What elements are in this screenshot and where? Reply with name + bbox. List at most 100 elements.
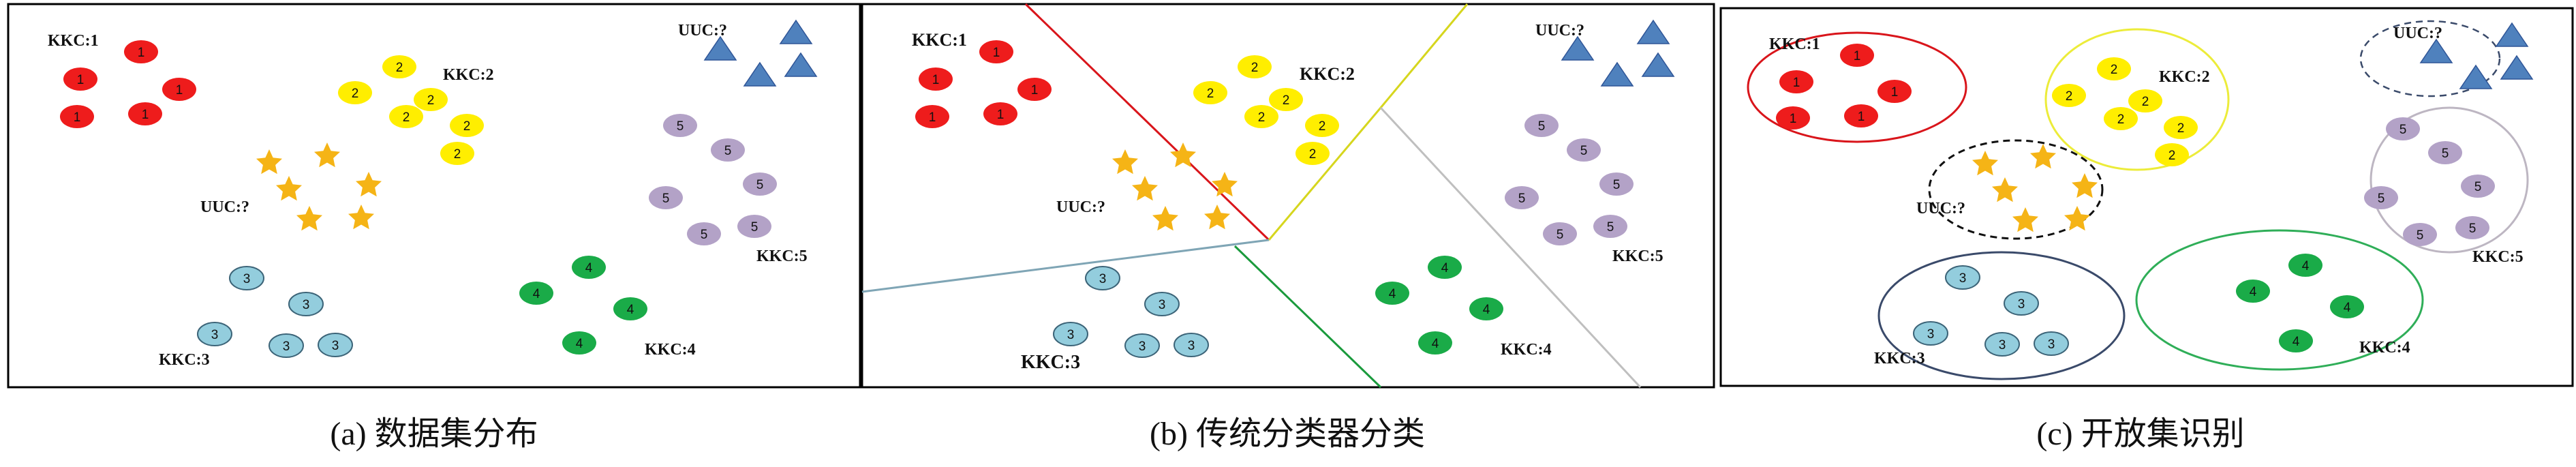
svg-text:3: 3 xyxy=(1927,327,1935,342)
kkc5-node: 5 xyxy=(1505,186,1539,209)
uuc-triangles-boundary-circle xyxy=(2359,20,2501,97)
kkc3-node: 3 xyxy=(2034,331,2069,356)
boundary-line-teal xyxy=(861,239,1270,293)
svg-text:1: 1 xyxy=(74,110,81,125)
decision-boundaries xyxy=(861,3,1642,389)
uuc-star xyxy=(348,205,374,230)
kkc1-cluster: 1 1 1 1 1 KKC:1 xyxy=(912,30,1052,128)
svg-text:5: 5 xyxy=(677,119,684,134)
kkc5-label: KKC:5 xyxy=(756,247,808,265)
kkc5-node: 5 xyxy=(2461,175,2495,198)
kkc1-node: 1 xyxy=(915,105,949,128)
kkc2-cluster: 2 2 2 2 2 2 KKC:2 xyxy=(338,55,494,165)
uuc-stars-label: UUC:? xyxy=(1916,200,1965,217)
kkc2-node: 2 xyxy=(2104,107,2138,130)
kkc2-node: 2 xyxy=(414,88,448,111)
uuc-star xyxy=(276,176,302,201)
kkc3-label: KKC:3 xyxy=(1874,350,1925,367)
svg-text:3: 3 xyxy=(1099,272,1107,286)
kkc5-label: KKC:5 xyxy=(1612,247,1663,265)
kkc1-node: 1 xyxy=(919,67,953,91)
svg-text:3: 3 xyxy=(2018,297,2025,312)
uuc-stars: UUC:? xyxy=(1916,144,2098,232)
kkc2-node: 2 xyxy=(1238,55,1272,78)
kkc4-label: KKC:4 xyxy=(2359,339,2410,357)
kkc1-node: 1 xyxy=(979,40,1013,63)
svg-text:4: 4 xyxy=(576,337,583,351)
kkc5-node: 5 xyxy=(1524,114,1559,137)
svg-text:4: 4 xyxy=(1389,287,1396,301)
svg-text:3: 3 xyxy=(303,298,310,312)
svg-text:1: 1 xyxy=(993,46,1000,60)
kkc3-label: KKC:3 xyxy=(159,351,210,369)
kkc5-node: 5 xyxy=(2428,141,2462,164)
svg-text:5: 5 xyxy=(1613,178,1621,192)
kkc2-node: 2 xyxy=(2097,57,2131,80)
panel-c-frame xyxy=(1719,7,2574,387)
uuc-star xyxy=(2030,144,2056,169)
svg-text:4: 4 xyxy=(585,261,593,275)
svg-text:5: 5 xyxy=(2378,192,2385,206)
kkc4-node: 4 xyxy=(562,331,596,355)
svg-text:4: 4 xyxy=(2250,285,2257,299)
svg-text:5: 5 xyxy=(701,228,708,242)
kkc4-node: 4 xyxy=(2236,280,2270,303)
svg-text:2: 2 xyxy=(1309,147,1317,162)
svg-text:3: 3 xyxy=(1188,339,1195,353)
svg-text:5: 5 xyxy=(724,144,732,158)
uuc-triangle xyxy=(1641,52,1675,77)
kkc4-boundary-circle xyxy=(2135,229,2424,371)
kkc4-label: KKC:4 xyxy=(1501,341,1552,359)
svg-text:2: 2 xyxy=(2142,95,2149,109)
uuc-triangles: UUC:? xyxy=(2393,22,2534,89)
panel-c-caption: (c) 开放集识别 xyxy=(2036,416,2244,452)
kkc2-node: 2 xyxy=(2164,116,2198,139)
svg-text:1: 1 xyxy=(929,110,936,125)
uuc-triangle xyxy=(2495,22,2529,47)
kkc1-node: 1 xyxy=(124,40,158,63)
kkc3-node: 3 xyxy=(1124,333,1160,358)
kkc5-cluster: 5 5 5 5 5 5 KKC:5 xyxy=(2364,117,2524,266)
uuc-star xyxy=(256,149,282,175)
boundary-line-yellow xyxy=(1268,107,1382,241)
svg-text:2: 2 xyxy=(1207,87,1214,101)
kkc5-node: 5 xyxy=(1567,138,1601,162)
kkc1-node: 1 xyxy=(63,67,97,91)
kkc5-node: 5 xyxy=(649,186,683,209)
svg-text:1: 1 xyxy=(1854,49,1861,63)
uuc-star xyxy=(1992,177,2018,202)
kkc3-node: 3 xyxy=(1945,265,1980,290)
svg-text:3: 3 xyxy=(211,328,219,342)
kkc4-node: 4 xyxy=(519,282,553,305)
kkc2-node: 2 xyxy=(2128,89,2162,112)
kkc3-node: 3 xyxy=(1085,266,1120,290)
kkc5-node: 5 xyxy=(1593,215,1627,238)
svg-text:2: 2 xyxy=(1258,110,1266,125)
uuc-triangle xyxy=(743,61,777,87)
kkc4-cluster: 4 4 4 4 KKC:4 xyxy=(2236,254,2410,357)
kkc4-node: 4 xyxy=(2330,295,2364,318)
kkc4-node: 4 xyxy=(613,297,647,320)
kkc5-label: KKC:5 xyxy=(2472,248,2524,266)
svg-text:4: 4 xyxy=(627,303,634,317)
uuc-triangle xyxy=(784,52,818,77)
svg-text:2: 2 xyxy=(2168,149,2176,163)
svg-text:2: 2 xyxy=(454,147,461,162)
svg-text:5: 5 xyxy=(2469,222,2477,236)
kkc2-node: 2 xyxy=(1193,81,1227,104)
svg-text:5: 5 xyxy=(751,220,758,235)
svg-text:1: 1 xyxy=(77,73,85,87)
uuc-star xyxy=(2072,173,2098,198)
kkc2-node: 2 xyxy=(1269,88,1303,111)
svg-text:5: 5 xyxy=(1557,228,1564,242)
uuc-star xyxy=(356,172,382,197)
uuc-stars-label: UUC:? xyxy=(1056,198,1105,216)
kkc2-node: 2 xyxy=(389,105,423,128)
kkc2-node: 2 xyxy=(440,142,474,165)
kkc4-node: 4 xyxy=(1469,297,1503,320)
uuc-triangle xyxy=(703,35,737,61)
svg-text:2: 2 xyxy=(1251,61,1259,75)
kkc4-label: KKC:4 xyxy=(645,341,696,359)
uuc-stars-boundary-circle xyxy=(1928,139,2104,240)
